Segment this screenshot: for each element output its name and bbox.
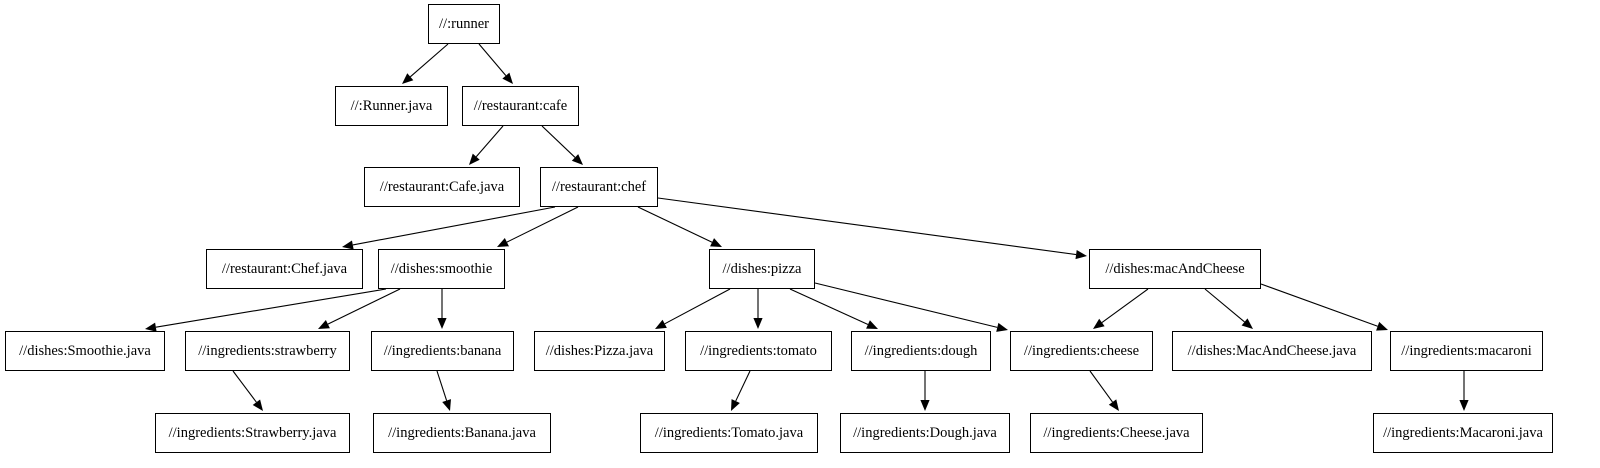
arrowhead-icon (469, 153, 480, 165)
graph-node-pizza_java[interactable]: //dishes:Pizza.java (534, 331, 665, 371)
graph-node-ing_dough[interactable]: //ingredients:dough (851, 331, 991, 371)
graph-edge-ing_banana-to-banana_java (436, 370, 451, 411)
graph-node-label: //ingredients:banana (383, 342, 502, 359)
graph-edge-ing_strawberry-to-strawberry_java (232, 370, 263, 411)
graph-node-ing_banana[interactable]: //ingredients:banana (371, 331, 514, 371)
graph-edge-dishes_smoothie-to-ing_strawberry (318, 288, 401, 329)
arrowhead-icon (1093, 318, 1105, 329)
graph-node-label: //dishes:pizza (722, 260, 802, 277)
arrowhead-icon (731, 399, 740, 411)
graph-node-dough_java[interactable]: //ingredients:Dough.java (840, 413, 1010, 453)
graph-node-macaroni_java[interactable]: //ingredients:Macaroni.java (1373, 413, 1553, 453)
graph-edge-restaurant_cafe-to-restaurant_chef (541, 125, 583, 165)
graph-node-label: //ingredients:Tomato.java (654, 424, 804, 441)
graph-node-cafe_java[interactable]: //restaurant:Cafe.java (364, 167, 520, 207)
graph-node-smoothie_java[interactable]: //dishes:Smoothie.java (5, 331, 165, 371)
graph-node-dishes_smoothie[interactable]: //dishes:smoothie (378, 249, 505, 289)
graph-edge-ing_macaroni-to-macaroni_java (1459, 371, 1469, 411)
graph-node-dishes_pizza[interactable]: //dishes:pizza (709, 249, 815, 289)
graph-node-label: //dishes:MacAndCheese.java (1187, 342, 1357, 359)
arrowhead-icon (920, 400, 930, 411)
arrowhead-icon (996, 322, 1008, 332)
arrowhead-icon (318, 320, 330, 329)
arrowhead-icon (1075, 249, 1087, 260)
graph-node-tomato_java[interactable]: //ingredients:Tomato.java (640, 413, 818, 453)
arrowhead-icon (571, 154, 583, 165)
graph-node-ing_macaroni[interactable]: //ingredients:macaroni (1390, 331, 1543, 371)
graph-node-banana_java[interactable]: //ingredients:Banana.java (373, 413, 551, 453)
graph-node-label: //dishes:smoothie (390, 260, 493, 277)
graph-edge-dishes_macandchz-to-macandchz_java (1204, 288, 1253, 329)
graph-node-label: //ingredients:Dough.java (853, 424, 997, 441)
graph-edge-restaurant_cafe-to-cafe_java (469, 125, 504, 165)
graph-edge-runner-to-runner_java (402, 43, 449, 84)
graph-node-dishes_macandchz[interactable]: //dishes:macAndCheese (1089, 249, 1261, 289)
arrowhead-icon (442, 399, 451, 411)
graph-node-label: //restaurant:Chef.java (221, 260, 348, 277)
graph-node-strawberry_java[interactable]: //ingredients:Strawberry.java (155, 413, 350, 453)
graph-node-label: //ingredients:dough (864, 342, 978, 359)
graph-edge-ing_tomato-to-tomato_java (731, 370, 751, 411)
graph-node-macandchz_java[interactable]: //dishes:MacAndCheese.java (1172, 331, 1372, 371)
graph-edge-dishes_smoothie-to-ing_banana (437, 289, 447, 329)
graph-edge-dishes_pizza-to-ing_dough (789, 288, 878, 329)
graph-node-restaurant_chef[interactable]: //restaurant:chef (540, 167, 658, 207)
graph-edge-dishes_macandchz-to-ing_macaroni (1260, 283, 1388, 331)
graph-node-label: //ingredients:Strawberry.java (168, 424, 337, 441)
arrowhead-icon (710, 238, 722, 247)
graph-node-restaurant_cafe[interactable]: //restaurant:cafe (462, 86, 579, 126)
arrowhead-icon (1241, 318, 1253, 329)
graph-edge-restaurant_chef-to-dishes_pizza (637, 206, 722, 247)
graph-node-label: //dishes:Smoothie.java (19, 342, 151, 359)
graph-edge-dishes_pizza-to-pizza_java (655, 288, 731, 329)
graph-node-label: //restaurant:Cafe.java (379, 178, 505, 195)
graph-edge-ing_cheese-to-cheese_java (1089, 370, 1119, 411)
graph-node-runner[interactable]: //:runner (428, 4, 500, 44)
graph-node-label: //ingredients:tomato (700, 342, 817, 359)
graph-edge-dishes_pizza-to-ing_cheese (814, 282, 1008, 332)
graph-edge-restaurant_chef-to-dishes_smoothie (497, 206, 579, 247)
graph-edge-restaurant_chef-to-chef_java (342, 206, 556, 250)
graph-node-ing_tomato[interactable]: //ingredients:tomato (685, 331, 832, 371)
graph-edge-dishes_smoothie-to-smoothie_java (145, 288, 387, 332)
graph-node-label: //ingredients:Cheese.java (1043, 424, 1190, 441)
arrowhead-icon (1376, 321, 1388, 331)
graph-edge-runner-to-restaurant_cafe (478, 43, 513, 84)
graph-node-label: //dishes:macAndCheese (1105, 260, 1245, 277)
arrowhead-icon (866, 320, 878, 329)
graph-node-label: //restaurant:cafe (473, 97, 568, 114)
graph-node-ing_strawberry[interactable]: //ingredients:strawberry (185, 331, 350, 371)
graph-node-label: //:runner (439, 15, 489, 32)
graph-node-chef_java[interactable]: //restaurant:Chef.java (206, 249, 363, 289)
arrowhead-icon (1108, 399, 1119, 411)
graph-node-label: //ingredients:cheese (1023, 342, 1140, 359)
arrowhead-icon (502, 72, 513, 84)
arrowhead-icon (753, 318, 763, 329)
graph-node-label: //restaurant:chef (551, 178, 647, 195)
graph-node-label: //ingredients:Macaroni.java (1383, 424, 1543, 441)
arrowhead-icon (1459, 400, 1469, 411)
graph-node-runner_java[interactable]: //:Runner.java (335, 86, 448, 126)
arrowhead-icon (655, 319, 667, 329)
graph-node-label: //ingredients:strawberry (198, 342, 337, 359)
graph-node-ing_cheese[interactable]: //ingredients:cheese (1010, 331, 1153, 371)
graph-node-cheese_java[interactable]: //ingredients:Cheese.java (1030, 413, 1203, 453)
arrowhead-icon (437, 318, 447, 329)
graph-node-label: //dishes:Pizza.java (545, 342, 654, 359)
graph-node-label: //ingredients:macaroni (1401, 342, 1532, 359)
graph-edge-ing_dough-to-dough_java (920, 371, 930, 411)
graph-edge-dishes_macandchz-to-ing_cheese (1093, 288, 1149, 329)
graph-node-label: //ingredients:Banana.java (388, 424, 536, 441)
arrowhead-icon (402, 73, 414, 84)
graph-node-label: //:Runner.java (350, 97, 433, 114)
arrowhead-icon (252, 399, 263, 411)
graph-edge-dishes_pizza-to-ing_tomato (753, 289, 763, 329)
arrowhead-icon (497, 238, 509, 247)
